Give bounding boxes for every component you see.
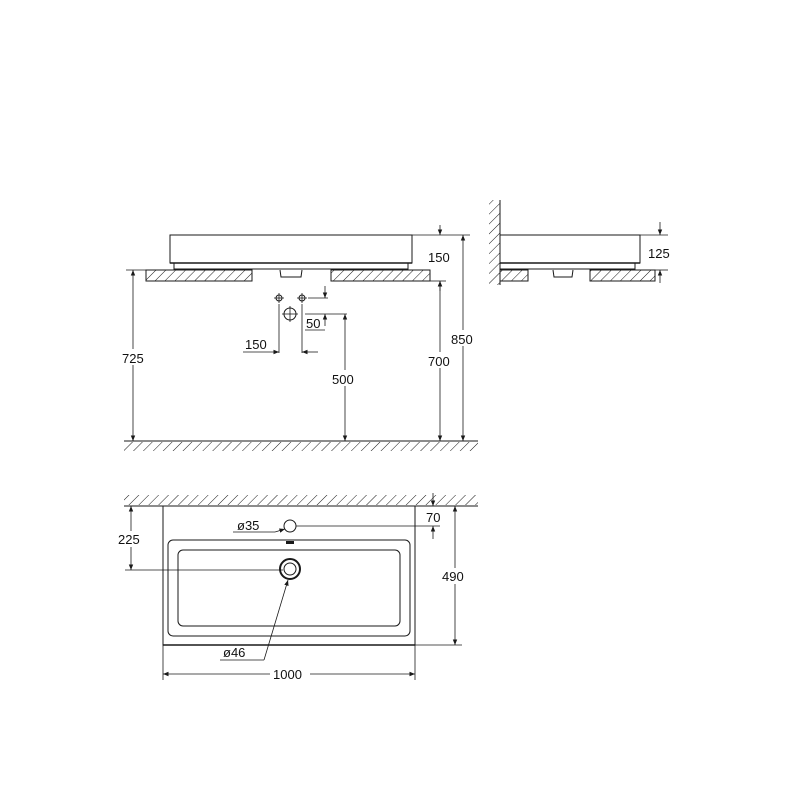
dim-supply-offset: 50	[306, 316, 320, 331]
waste-pipe-icon	[282, 306, 298, 322]
basin-side	[499, 234, 641, 264]
basin-front	[169, 234, 413, 264]
supply-valve-icon	[274, 293, 307, 303]
dim-side-basin-height: 125	[648, 246, 670, 261]
dim-basin-height: 150	[428, 250, 450, 265]
dim-drain-diameter: ø46	[223, 645, 245, 660]
drain-icon	[279, 558, 301, 580]
wall-hatch	[489, 200, 500, 285]
dim-tap-hole-diameter: ø35	[237, 518, 259, 533]
counter-right	[589, 269, 656, 282]
dim-overall-height: 850	[451, 332, 473, 347]
counter-left	[145, 269, 253, 282]
overflow-slot	[286, 541, 294, 544]
counter-left	[499, 269, 529, 282]
dim-drain-distance: 225	[118, 532, 140, 547]
dim-tap-hole-distance: 70	[426, 510, 440, 525]
top-view: ø35 70 225 490 ø46 1000	[117, 493, 478, 682]
basin-bowl	[177, 549, 401, 627]
counter-right	[330, 269, 431, 282]
basin-rim	[167, 539, 411, 637]
wall-hatch	[124, 495, 478, 505]
drain-outlet	[279, 269, 303, 278]
dim-supply-spacing: 150	[245, 337, 267, 352]
dim-drain-height: 500	[332, 372, 354, 387]
side-view: 125	[489, 200, 670, 285]
front-view: 150 850 700 725 150 50 500	[121, 225, 478, 451]
basin-top	[162, 505, 416, 646]
dim-counter-top-height: 725	[122, 351, 144, 366]
basin-base	[173, 262, 409, 270]
tap-hole-icon	[283, 519, 297, 533]
dim-counter-height: 700	[428, 354, 450, 369]
dim-width: 1000	[273, 667, 302, 682]
dim-depth: 490	[442, 569, 464, 584]
floor-hatch	[124, 442, 478, 451]
